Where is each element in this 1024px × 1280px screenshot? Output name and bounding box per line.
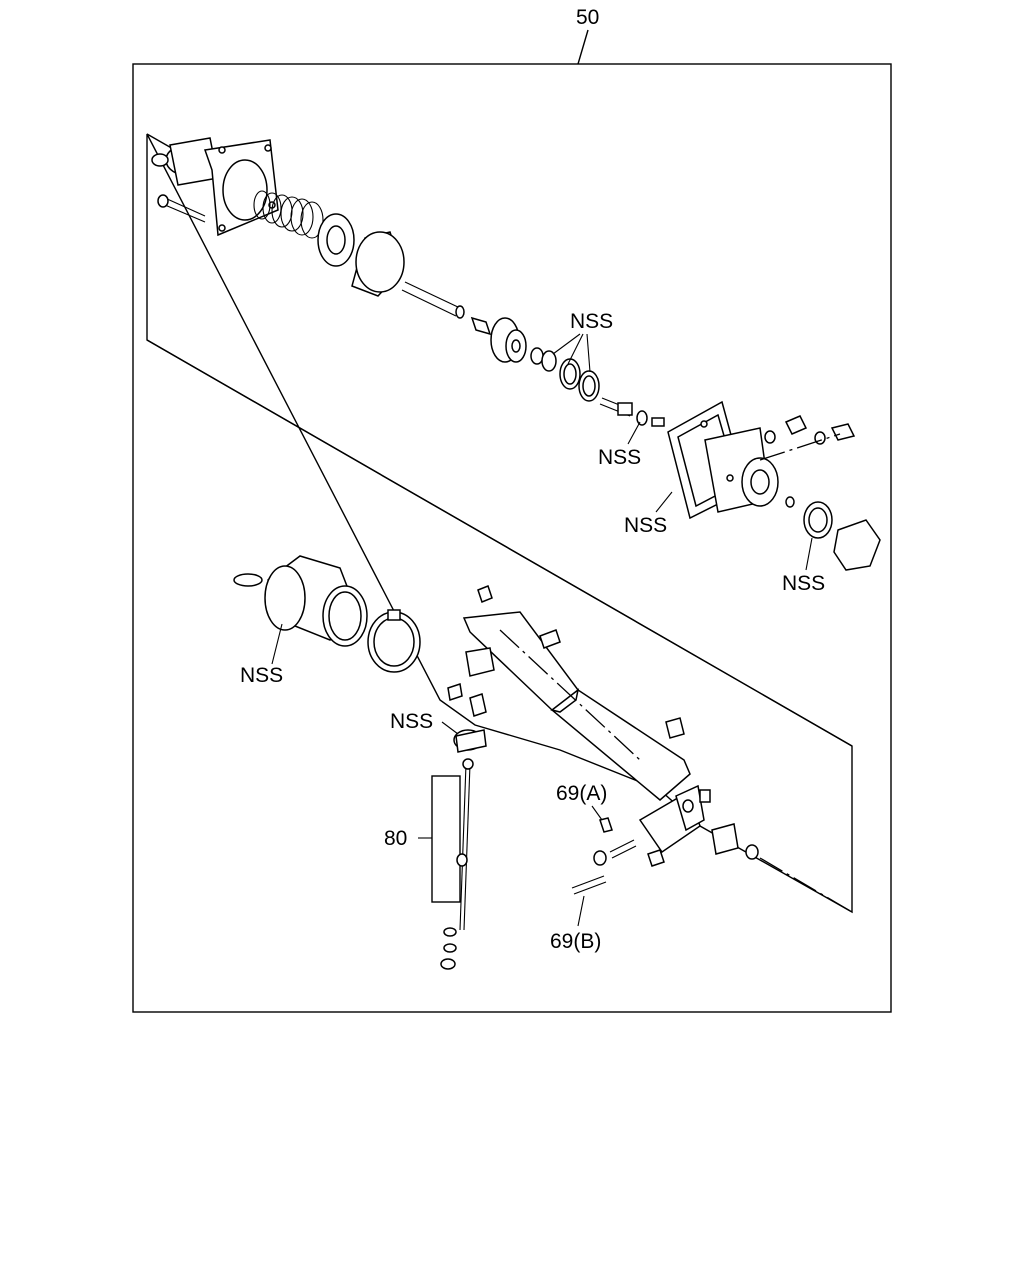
valve-washer xyxy=(636,410,648,426)
callout-80: 80 xyxy=(384,827,407,850)
return-spring xyxy=(253,190,324,239)
pin-b xyxy=(571,839,637,895)
leader-50 xyxy=(577,29,589,65)
valve-pin xyxy=(651,417,665,427)
callout-nss-washer: NSS xyxy=(598,446,641,469)
lever-hardware xyxy=(447,585,685,739)
pin-a xyxy=(599,817,613,833)
bushing xyxy=(453,729,487,753)
piston xyxy=(351,231,405,297)
lever-arm xyxy=(462,611,691,801)
diagram-frame xyxy=(132,63,892,1013)
callout-nss-seals: NSS xyxy=(570,310,613,333)
flange-fittings xyxy=(759,415,856,461)
front-flange xyxy=(667,400,779,520)
callout-69a: 69(A) xyxy=(556,782,607,805)
rod-tip xyxy=(470,316,492,336)
callout-69b: 69(B) xyxy=(550,930,601,953)
rubber-boot xyxy=(233,555,368,647)
valve-stem xyxy=(599,397,633,417)
clevis-bracket xyxy=(638,784,853,913)
panel-diagonal xyxy=(146,339,853,747)
callout-nss-plug-seal: NSS xyxy=(782,572,825,595)
callout-nss-boot: NSS xyxy=(240,664,283,687)
mounting-bolt xyxy=(157,194,206,223)
callout-nss-bushing: NSS xyxy=(390,710,433,733)
actuator-housing xyxy=(151,137,279,237)
spring-retainer xyxy=(317,213,355,267)
assembly-panel-outline xyxy=(146,133,853,914)
drain-plug xyxy=(785,496,881,571)
callout-nss-flange-gasket: NSS xyxy=(624,514,667,537)
push-rod xyxy=(401,281,465,319)
control-cable xyxy=(431,758,474,970)
hose-clamp xyxy=(367,609,421,673)
callout-50: 50 xyxy=(576,6,599,29)
seal-carrier xyxy=(490,317,527,363)
